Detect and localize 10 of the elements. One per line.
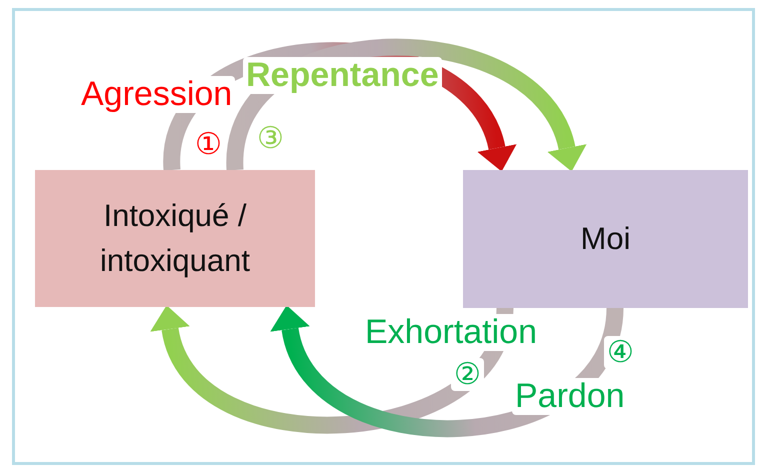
step-number: ② (451, 358, 484, 391)
curved-arrow (226, 38, 586, 171)
curved-arrow (151, 306, 514, 434)
process-box (463, 170, 748, 308)
process-box (35, 170, 315, 307)
edge-label: Repentance (243, 57, 442, 94)
box-label: Moi (580, 220, 630, 258)
edge-label: Agression (78, 76, 236, 114)
box-label: Intoxiqué / intoxiquant (99, 196, 251, 280)
curved-arrow (271, 306, 624, 437)
